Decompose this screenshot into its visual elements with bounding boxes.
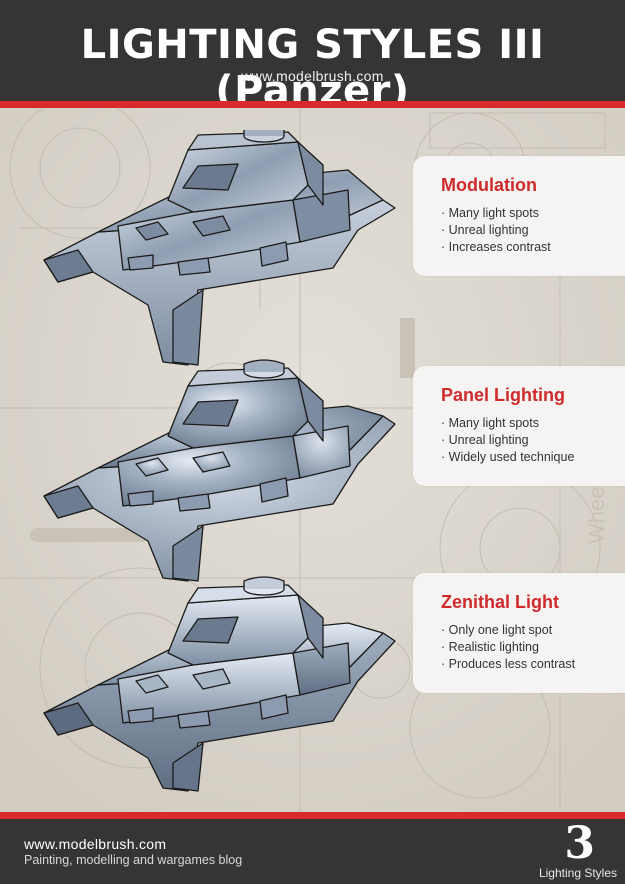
header-site-url[interactable]: www.modelbrush.com xyxy=(241,68,384,84)
footer-tagline: Painting, modelling and wargames blog xyxy=(24,853,243,867)
list-item: Increases contrast xyxy=(441,239,625,256)
card-title: Zenithal Light xyxy=(441,592,559,612)
page-footer: www.modelbrush.com Painting, modelling a… xyxy=(0,819,625,884)
list-item: Produces less contrast xyxy=(441,656,625,673)
content-area: Wheel placement xyxy=(0,108,625,812)
card-zenithal-light: Zenithal Light Only one light spot Reali… xyxy=(413,573,625,693)
page-number: 3 xyxy=(564,818,595,869)
list-item: Realistic lighting xyxy=(441,639,625,656)
footer-site-url[interactable]: www.modelbrush.com xyxy=(24,836,167,852)
list-item: Unreal lighting xyxy=(441,222,625,239)
card-list: Many light spots Unreal lighting Increas… xyxy=(441,205,625,256)
bottom-accent-bar xyxy=(0,812,625,819)
page-title: LIGHTING STYLES III (Panzer) xyxy=(80,22,545,114)
tank-illustration-zenithal-light xyxy=(43,576,396,792)
list-item: Unreal lighting xyxy=(441,432,625,449)
tank-illustration-modulation xyxy=(43,130,396,366)
card-panel-lighting: Panel Lighting Many light spots Unreal l… xyxy=(413,366,625,486)
list-item: Only one light spot xyxy=(441,622,625,639)
card-list: Only one light spot Realistic lighting P… xyxy=(441,622,625,673)
tank-illustration-panel-lighting xyxy=(43,359,396,582)
page-header: LIGHTING STYLES III (Panzer) www.modelbr… xyxy=(0,0,625,114)
card-title: Panel Lighting xyxy=(441,385,565,405)
card-modulation: Modulation Many light spots Unreal light… xyxy=(413,156,625,276)
top-accent-bar xyxy=(0,101,625,108)
page-section-label: Lighting Styles xyxy=(538,866,617,880)
list-item: Widely used technique xyxy=(441,449,625,466)
card-title: Modulation xyxy=(441,175,537,195)
list-item: Many light spots xyxy=(441,205,625,222)
card-list: Many light spots Unreal lighting Widely … xyxy=(441,415,625,466)
list-item: Many light spots xyxy=(441,415,625,432)
